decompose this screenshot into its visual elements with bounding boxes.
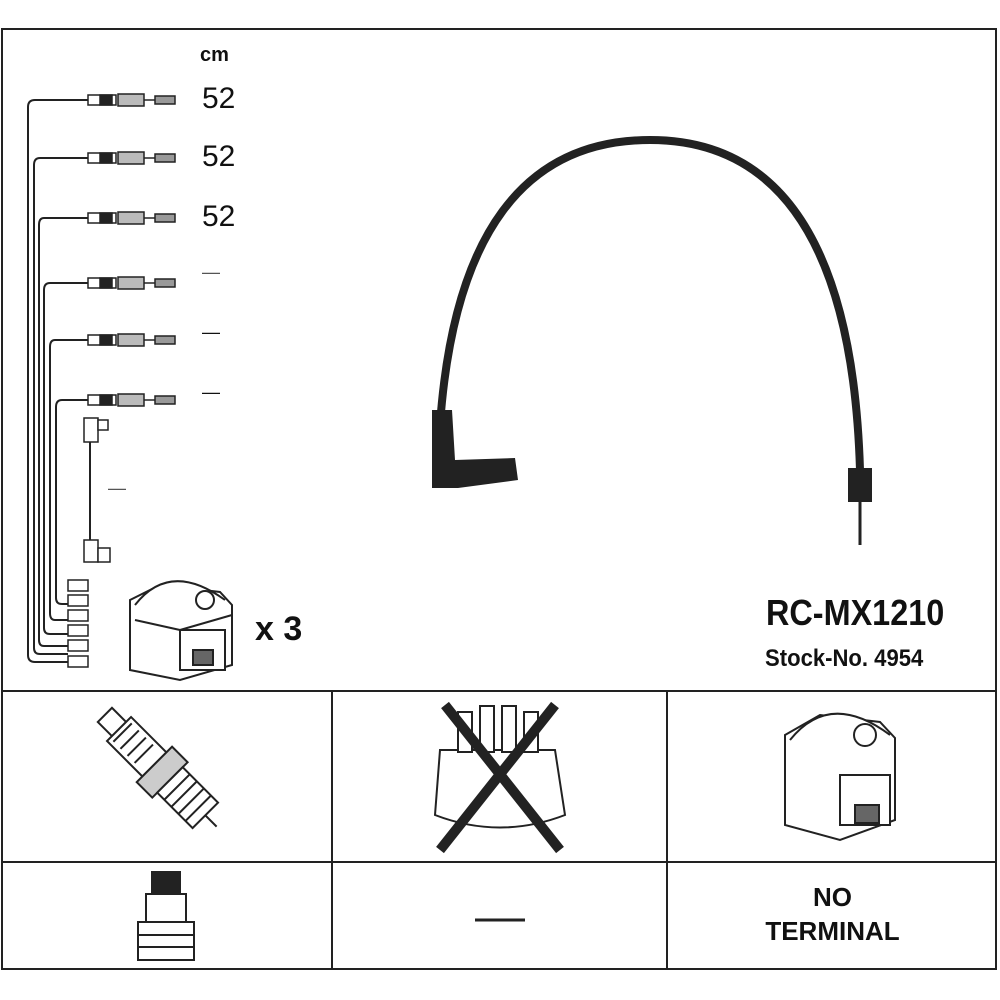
cable-length-3: 52 xyxy=(202,200,236,233)
cable-length-2: 52 xyxy=(202,140,236,173)
divider-mid xyxy=(1,861,997,863)
terminal-nut-icon xyxy=(137,871,195,961)
cable-length-4: — xyxy=(202,262,220,282)
cable-length-1: 52 xyxy=(202,82,236,115)
cable-set-schematic xyxy=(27,99,91,663)
cable-length-7: — xyxy=(108,478,126,498)
cable-length-5: — xyxy=(202,322,220,342)
coil-quantity: x 3 xyxy=(255,610,303,648)
ignition-coil-icon-terminal xyxy=(784,712,896,842)
ignition-cable-icon xyxy=(432,135,872,545)
ignition-coil-icon xyxy=(129,580,233,682)
divider-col1 xyxy=(331,690,333,970)
divider-col2 xyxy=(666,690,668,970)
connector-icons xyxy=(67,93,176,668)
distributor-cap-icon xyxy=(433,701,567,854)
stock-number: Stock-No. 4954 xyxy=(765,645,924,672)
part-number: RC-MX1210 xyxy=(766,592,945,633)
divider-top xyxy=(1,690,997,692)
unit-label: cm xyxy=(200,44,229,66)
spark-plug-icon xyxy=(96,706,220,830)
cable-length-6: — xyxy=(202,382,220,402)
diagram-frame xyxy=(1,28,997,970)
